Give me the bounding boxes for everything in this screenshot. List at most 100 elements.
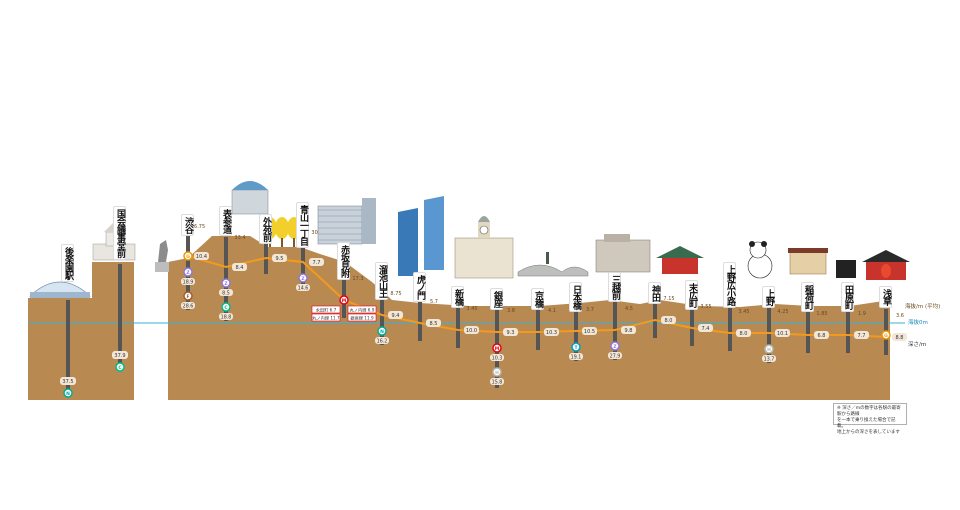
transfer-box <box>347 313 377 322</box>
elevation-value: 3.7 <box>586 307 594 313</box>
route-depth-pill <box>854 331 869 339</box>
shaft-12 <box>653 292 657 338</box>
line-badge-letter: Z <box>186 270 190 276</box>
station-label: 上野広小路 <box>723 262 736 308</box>
glass-tower-left <box>398 208 418 276</box>
route-depth-pill <box>775 329 790 337</box>
depth-value: 18.9 <box>183 280 194 286</box>
line-badge <box>339 295 349 305</box>
elevation-value: 1.85 <box>816 311 827 317</box>
line-badge <box>492 367 502 377</box>
footnote: ※ 深さ／mの数字は各駅の最寄駅から路線 を一本で乗り換えた場合で記載。 地上か… <box>833 403 907 435</box>
route-depth-value: 10.5 <box>584 329 595 335</box>
elevation-value: 5.7 <box>430 299 438 305</box>
ginkgo-tree <box>275 217 289 239</box>
wako-body <box>454 237 514 279</box>
shaft-16 <box>806 307 810 353</box>
line-badge-letter: M <box>495 346 500 352</box>
line-badge <box>571 342 581 352</box>
route-depth-pill <box>892 333 907 341</box>
line-badge-letter: N <box>380 329 384 335</box>
bridge-arch <box>517 264 589 277</box>
gate-lantern <box>881 264 891 278</box>
elevation-value: 3.45 <box>738 309 749 315</box>
ginkgo-trunk <box>293 238 295 247</box>
transfer-depth: 永田町 6.7 <box>316 306 337 313</box>
route-depth-pill <box>544 328 559 336</box>
transfer-depth: 丸ノ内線 11.7 <box>312 314 340 321</box>
shaft-7 <box>456 302 460 348</box>
statue-dog <box>158 240 168 262</box>
route-depth-pill <box>309 258 324 266</box>
mitsukoshi-top <box>604 234 630 242</box>
depth-pill <box>762 355 776 362</box>
elevation-value: 33.4 <box>234 235 245 241</box>
depth-pill <box>181 278 195 285</box>
route-depth-pill <box>232 263 247 271</box>
elevation-value: 1.9 <box>858 311 866 317</box>
shaft-14 <box>728 305 732 351</box>
ground-left <box>28 262 134 400</box>
line-badge <box>183 267 193 277</box>
line-badge-letter: Z <box>224 281 228 287</box>
dome-icon <box>28 281 92 298</box>
office-tower <box>362 198 376 244</box>
line-badge <box>183 291 193 301</box>
route-depth-value: 9.8 <box>625 328 633 334</box>
bridge-lamp <box>546 252 549 264</box>
panda-ear <box>749 241 755 247</box>
route-depth-value: 6.8 <box>818 333 826 339</box>
line-badge <box>63 388 73 398</box>
hachiko-statue-icon <box>155 240 169 272</box>
wako-cap <box>478 216 490 222</box>
route-depth-value: 10.1 <box>777 331 788 337</box>
station-label: 表参道 <box>219 206 232 236</box>
station-label: 溜池山王 <box>375 262 388 300</box>
line-badge-letter: G <box>884 333 888 339</box>
route-depth-value: 10.0 <box>466 328 477 334</box>
route-depth-pill <box>194 252 209 260</box>
line-badge-letter: C <box>224 305 228 311</box>
transfer-box <box>347 305 377 314</box>
station-label: 赤坂見附 <box>337 242 350 280</box>
shop-body <box>789 251 827 275</box>
depth-value: 16.2 <box>377 339 388 345</box>
wako-clock <box>479 225 489 235</box>
shaft-9 <box>536 304 540 350</box>
route-depth-value: 10.4 <box>196 254 207 260</box>
shop-icon <box>788 248 828 275</box>
omotesando-hills-icon <box>231 181 269 215</box>
elevation-value: 3.55 <box>700 304 711 310</box>
hills-dome <box>232 181 268 190</box>
line-badge-letter: Z <box>301 276 305 282</box>
line-badge-letter: Z <box>613 344 617 350</box>
route-depth-value: 8.0 <box>740 331 748 337</box>
line-badge <box>610 341 620 351</box>
route-depth-value: 8.8 <box>896 335 904 341</box>
depth-pill <box>608 352 622 359</box>
line-badge <box>221 278 231 288</box>
mitsukoshi-body <box>595 239 651 273</box>
elevation-value: 7.15 <box>663 296 674 302</box>
depth-value: 8.5 <box>222 291 230 297</box>
depth-pill <box>569 353 583 360</box>
legend-sea-level: 海抜0m <box>908 320 928 326</box>
depth-value: 27.9 <box>610 354 621 360</box>
elevation-value: 3.6 <box>896 313 904 319</box>
route-depth-pill <box>661 316 676 324</box>
route-depth-pill <box>426 319 441 327</box>
station-label: 上野 <box>762 286 775 308</box>
station-label: 虎ノ門 <box>413 272 426 302</box>
route-depth-pill <box>582 327 597 335</box>
panda-icon <box>747 241 773 279</box>
transfer-box <box>311 305 341 314</box>
depth-pill <box>490 378 504 385</box>
elevation-value: 17.3 <box>352 276 363 282</box>
line-badge-letter: T <box>574 345 578 351</box>
station-label: 田原町 <box>841 282 854 312</box>
station-label: 京橋 <box>531 288 544 310</box>
depth-value: 19.1 <box>571 355 582 361</box>
route-depth-pill <box>464 326 479 334</box>
ginza-route-line <box>187 255 887 338</box>
